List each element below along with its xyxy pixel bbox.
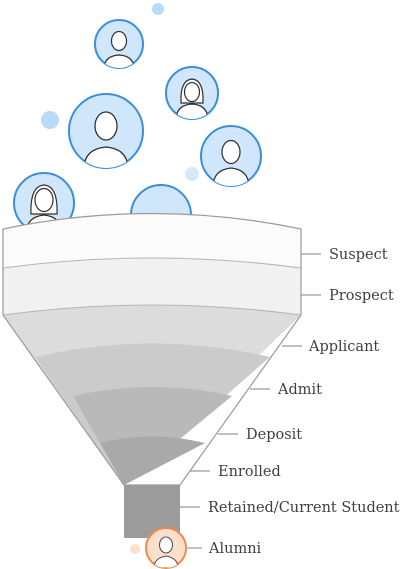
bubble (130, 544, 140, 554)
funnel-layer-deposit (73, 387, 232, 485)
leader-lines (180, 253, 321, 549)
person-icon (68, 93, 144, 169)
person-icon (94, 19, 144, 69)
stage-label-prospect: Prospect (329, 288, 394, 304)
person-icon (200, 125, 262, 187)
stage-label-deposit: Deposit (246, 427, 302, 443)
stage-label-alumni: Alumni (208, 541, 262, 557)
bubble (152, 3, 164, 15)
stage-label-enrolled: Enrolled (218, 464, 281, 480)
stage-label-suspect: Suspect (329, 247, 388, 263)
funnel (2, 212, 302, 538)
bubble (185, 167, 199, 181)
bubble (41, 111, 59, 129)
stage-label-admit: Admit (277, 382, 322, 398)
funnel-layer-enrolled (100, 436, 205, 485)
stage-label-applicant: Applicant (308, 339, 379, 355)
alumni-person-icon (145, 527, 187, 569)
person-icon (165, 66, 219, 120)
funnel-band-prospect (3, 258, 301, 315)
stage-label-retained: Retained/Current Student (208, 500, 400, 516)
funnel-band-suspect (3, 213, 301, 268)
